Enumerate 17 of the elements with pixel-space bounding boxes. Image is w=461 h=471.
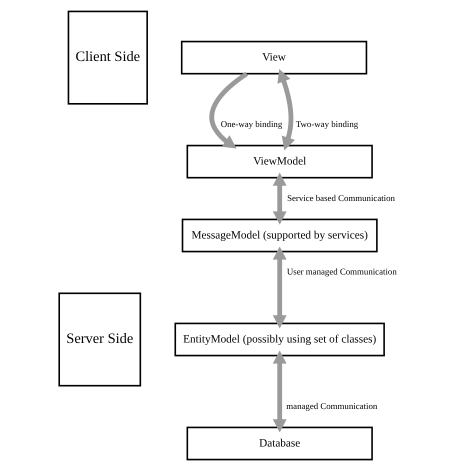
edge-label: Service based Communication: [287, 192, 395, 203]
node-box: ViewModel: [186, 144, 373, 178]
arrow: [272, 350, 287, 432]
node-box: View: [180, 40, 368, 74]
edge-label: managed Communication: [286, 400, 378, 411]
node-box: MessageModel (supported by services): [182, 218, 378, 252]
node-box: Server Side: [58, 292, 142, 386]
edge-label: Two-way binding: [296, 118, 358, 129]
arrow: [272, 246, 287, 328]
node-box: Database: [186, 426, 373, 460]
node-box: Client Side: [68, 10, 148, 105]
arrow: [277, 68, 295, 150]
node-box: EntityModel (possibly using set of classes): [174, 322, 385, 356]
edge-label: User managed Communication: [286, 266, 397, 277]
edge-label: One-way binding: [220, 118, 282, 129]
arrow: [209, 72, 248, 148]
arrow: [272, 172, 287, 225]
